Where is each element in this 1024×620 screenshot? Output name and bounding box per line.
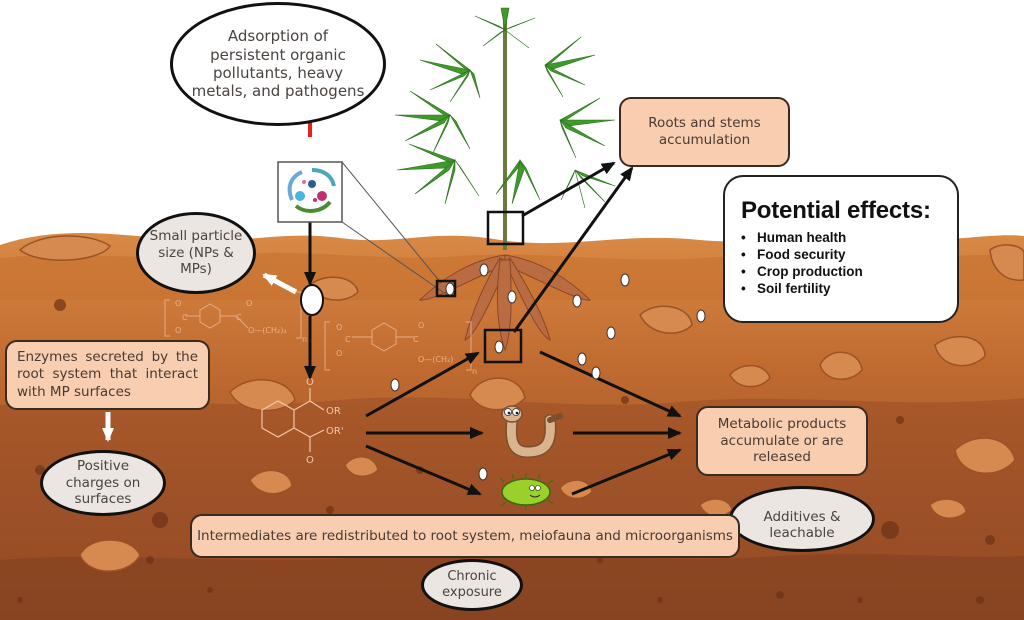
arrow-root-to-metabolic — [539, 350, 682, 418]
arrow-to-root — [365, 351, 480, 418]
potential-effects-list: •Human health •Food security •Crop produ… — [741, 229, 943, 297]
adsorption-text: Adsorption of persistent organic polluta… — [191, 27, 365, 101]
effect-item: •Soil fertility — [741, 281, 831, 296]
pet-2-o-top: O — [336, 323, 342, 332]
phthalate-o-bottom: O — [306, 455, 314, 466]
phthalate-or-prime: OR' — [326, 426, 344, 437]
phthalate-or: OR — [326, 406, 341, 417]
roots-stems-text: Roots and stems accumulation — [648, 115, 761, 148]
pet-structure-1 — [164, 291, 302, 339]
effect-item: •Human health — [741, 230, 847, 245]
positive-charges-text: Positive charges on surfaces — [65, 458, 141, 508]
bacterium-icon — [499, 473, 554, 510]
effect-item: •Food security — [741, 247, 846, 262]
pet-1-o-carbonyl: O — [246, 299, 252, 308]
pet-2-o-bottom: O — [336, 349, 342, 358]
chronic-exposure-callout: Chronic exposure — [421, 559, 523, 611]
pet-1-ester-chain: O—(CH₂)₄ — [248, 326, 287, 335]
pet-structure-2 — [324, 321, 472, 371]
arrow-root-to-roots-box — [512, 166, 634, 333]
pet-1-repeat-n: n — [302, 335, 307, 344]
effect-item: •Crop production — [741, 264, 863, 279]
zoom-connector-lines — [341, 161, 451, 298]
arrow-stem-to-roots-box — [521, 161, 616, 218]
earthworm-icon — [501, 405, 563, 459]
pet-1-c-right: C — [236, 313, 242, 322]
pet-1-o-top: O — [175, 299, 181, 308]
pet-2-repeat-n: n — [472, 367, 477, 376]
pathogen-cycle-icon — [277, 161, 343, 223]
root-highlight-box — [483, 328, 523, 364]
stem-highlight-box — [486, 210, 525, 246]
cassava-plant-icon — [394, 7, 616, 352]
roots-stems-box: Roots and stems accumulation — [619, 97, 790, 167]
metabolic-products-text: Metabolic products accumulate or are rel… — [717, 415, 847, 466]
root-detail-highlight-box — [435, 279, 457, 298]
additives-text: Additives & leachable — [763, 508, 841, 541]
potential-effects-title: Potential effects: — [741, 197, 931, 224]
intermediates-box: Intermediates are redistributed to root … — [190, 514, 740, 558]
adsorption-callout: Adsorption of persistent organic polluta… — [170, 2, 386, 126]
additives-callout: Additives & leachable — [729, 486, 875, 552]
pet-1-c-left: C — [182, 313, 188, 322]
pet-2-c-right: C — [413, 335, 419, 344]
arrow-bacterium-to-metabolic — [571, 448, 682, 496]
pet-2-c-left: C — [345, 335, 351, 344]
arrow-to-bacterium — [365, 444, 482, 496]
intermediates-text: Intermediates are redistributed to root … — [197, 527, 733, 544]
positive-charges-callout: Positive charges on surfaces — [40, 450, 166, 516]
pet-2-ester-chain: O—(CH₂) — [418, 355, 453, 364]
white-arrow-small-particle — [262, 272, 298, 295]
pet-1-o-bottom: O — [175, 326, 181, 335]
enzymes-text: Enzymes secreted by the root system that… — [17, 348, 198, 400]
metabolic-products-box: Metabolic products accumulate or are rel… — [696, 406, 868, 476]
potential-effects-box: Potential effects: •Human health •Food s… — [723, 175, 959, 323]
small-particle-text: Small particle size (NPs & MPs) — [149, 228, 243, 278]
small-particle-callout: Small particle size (NPs & MPs) — [136, 212, 256, 294]
phthalate-structure — [261, 388, 325, 452]
chronic-exposure-text: Chronic exposure — [442, 569, 502, 600]
pet-2-o-carbonyl: O — [418, 321, 424, 330]
phthalate-o-top: O — [306, 377, 314, 388]
microplastic-particle-icon — [300, 284, 324, 316]
enzymes-box: Enzymes secreted by the root system that… — [5, 340, 210, 410]
